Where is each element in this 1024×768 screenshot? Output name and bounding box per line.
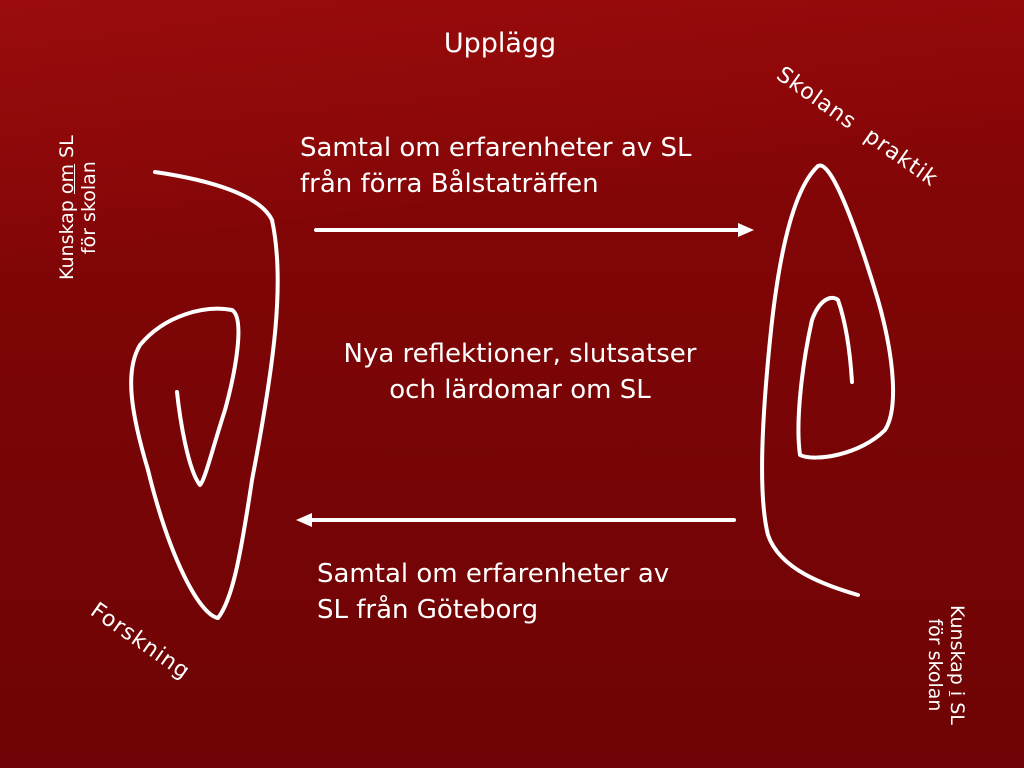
flow-middle-text: Nya reflektioner, slutsatser och lärdoma… [300, 336, 740, 408]
flow-bottom-line1: Samtal om erfarenheter av [317, 559, 670, 589]
arrow-right-head-icon [738, 223, 754, 237]
flow-top-line1: Samtal om erfarenheter av SL [300, 133, 692, 163]
arrow-left-head-icon [296, 513, 312, 527]
flow-bottom-text: Samtal om erfarenheter av SL från Götebo… [317, 556, 669, 628]
flow-bottom-line2: SL från Göteborg [317, 595, 539, 625]
flow-middle-line1: Nya reflektioner, slutsatser [343, 339, 697, 369]
slide-title: Upplägg [443, 28, 557, 59]
flow-top-line2: från förra Bålstaträffen [300, 169, 599, 199]
left-spiral-shape [129, 170, 280, 620]
flow-middle-line2: och lärdomar om SL [389, 375, 651, 405]
right-spiral-shape [760, 163, 896, 597]
flow-top-text: Samtal om erfarenheter av SL från förra … [300, 130, 691, 202]
